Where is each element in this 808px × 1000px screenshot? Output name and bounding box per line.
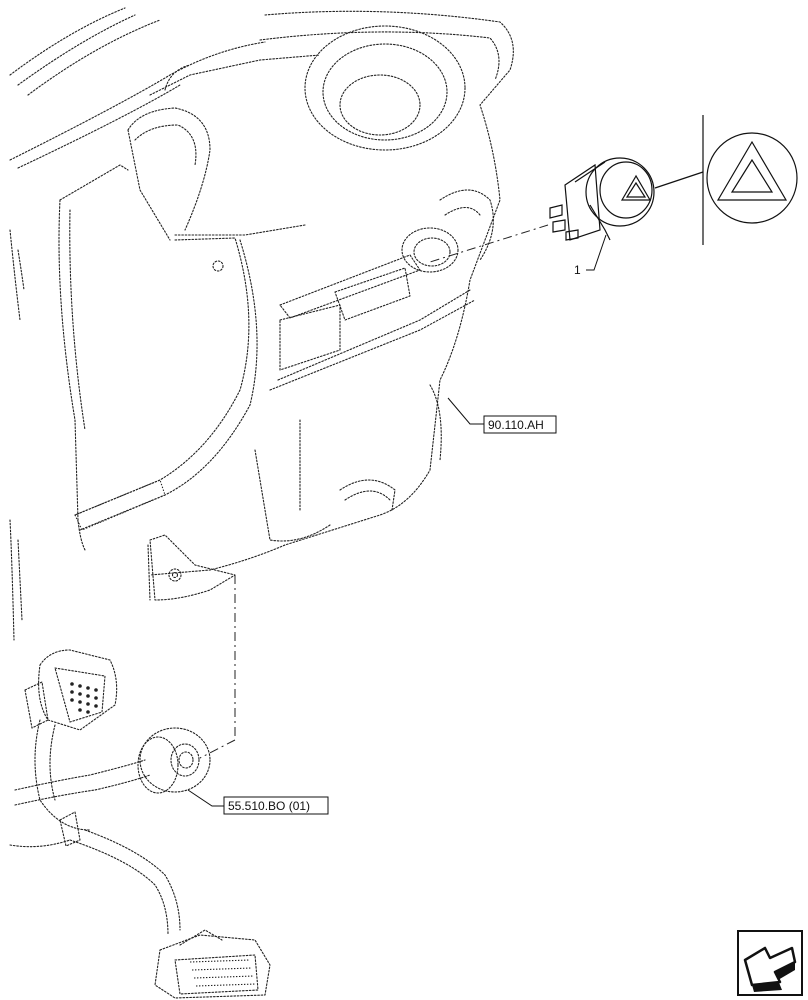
switch-leader-line <box>429 224 549 263</box>
dashboard-top-edge <box>9 7 266 169</box>
callout-item-label: 1 <box>574 263 581 277</box>
ref-dashboard-callout: 90.110.AH <box>447 397 557 434</box>
wiring-harness <box>9 649 271 999</box>
ref-dashboard-label[interactable]: 90.110.AH <box>488 418 544 432</box>
callout-item-1: 1 <box>574 234 607 277</box>
connector-pins <box>70 682 98 714</box>
hazard-switch <box>549 157 655 241</box>
ref-harness-label[interactable]: 55.510.BO (01) <box>228 799 310 813</box>
return-arrow-icon[interactable] <box>737 930 803 996</box>
hazard-warning-icon <box>716 140 788 201</box>
hazard-symbol-inset <box>654 115 798 245</box>
hazard-triangle-icon <box>620 174 652 201</box>
dashboard-console <box>9 10 514 641</box>
ref-harness-callout: 55.510.BO (01) <box>187 789 329 815</box>
